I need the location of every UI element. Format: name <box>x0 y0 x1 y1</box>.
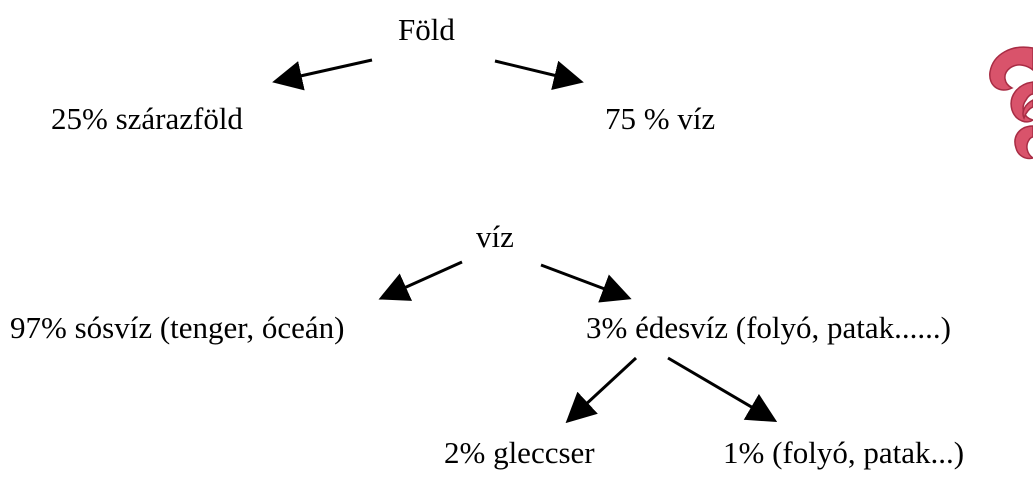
arrow-viz-to-sosviz <box>378 260 463 301</box>
arrow-edesviz-to-gleccser <box>565 356 638 424</box>
arrow-fold-to-szarazfold <box>272 58 373 91</box>
tree2-left-label: 97% sósvíz (tenger, óceán) <box>10 310 345 345</box>
tree1-left-label: 25% szárazföld <box>51 101 243 136</box>
arrow-fold-to-viz <box>494 59 584 90</box>
tree1-root-label: Föld <box>398 12 455 47</box>
arrow-edesviz-to-folyo <box>667 356 778 423</box>
tree1-right-label: 75 % víz <box>605 101 716 136</box>
arrow-viz-to-edesviz <box>540 263 632 303</box>
tree2-sub-left-label: 2% gleccser <box>444 435 595 470</box>
tree2-sub-right-label: 1% (folyó, patak...) <box>723 435 965 470</box>
tree2-right-label: 3% édesvíz (folyó, patak......) <box>586 310 951 345</box>
tree2-root-label: víz <box>476 219 514 254</box>
